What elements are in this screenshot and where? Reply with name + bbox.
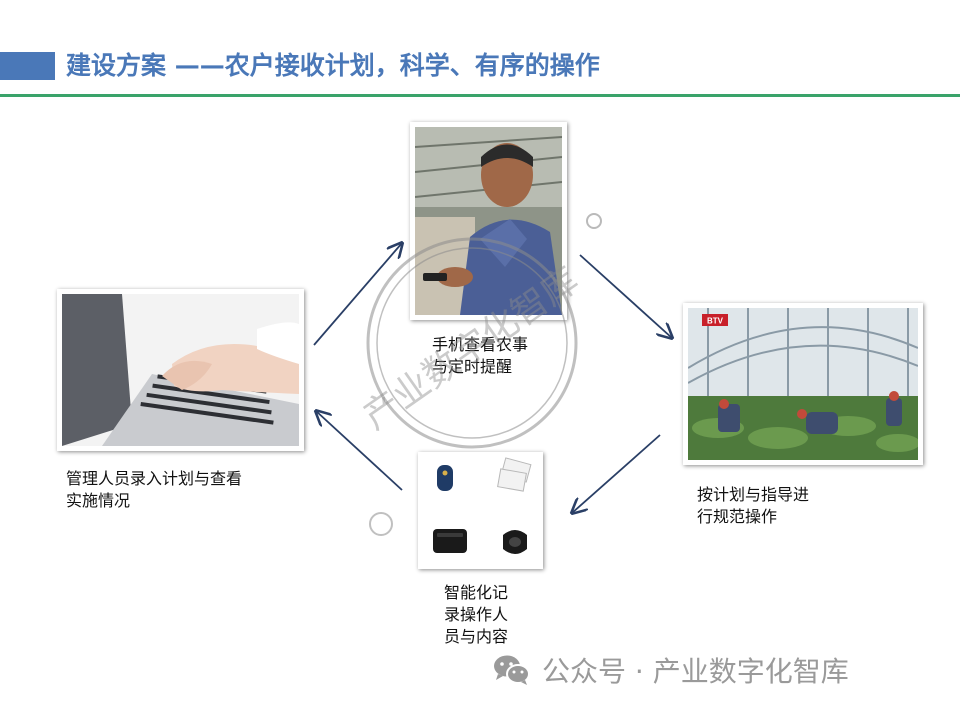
arrow-top-to-right [579, 254, 672, 338]
caption-line: 实施情况 [66, 491, 131, 510]
greenhouse-workers-photo: BTV [683, 303, 923, 465]
caption-line: 智能化记 [444, 583, 509, 602]
tv-channel-badge: BTV [707, 317, 724, 326]
step-bottom-caption: 智能化记 录操作人 员与内容 [444, 582, 508, 648]
step-right-caption: 按计划与指导进 行规范操作 [697, 484, 809, 528]
caption-line: 行规范操作 [697, 507, 778, 526]
step-left-caption: 管理人员录入计划与查看 实施情况 [66, 468, 242, 512]
arrow-bottom-to-left [316, 411, 403, 491]
laptop-typing-photo [57, 289, 304, 451]
header-divider [0, 94, 960, 97]
caption-line: 录操作人 [444, 605, 509, 624]
header-accent-bar [0, 52, 55, 80]
arrow-left-to-top [313, 243, 402, 346]
wechat-icon [494, 655, 530, 685]
page-title: 建设方案 ——农户接收计划，科学、有序的操作 [66, 51, 600, 80]
arrow-right-to-bottom [572, 434, 661, 513]
caption-line: 按计划与指导进 [697, 485, 810, 504]
footer-watermark-text: 公众号 · 产业数字化智库 [542, 655, 849, 688]
caption-line: 管理人员录入计划与查看 [66, 469, 243, 488]
smart-devices-photo [418, 452, 543, 569]
footer-watermark: 公众号 · 产业数字化智库 [492, 650, 849, 690]
caption-line: 员与内容 [444, 627, 509, 646]
